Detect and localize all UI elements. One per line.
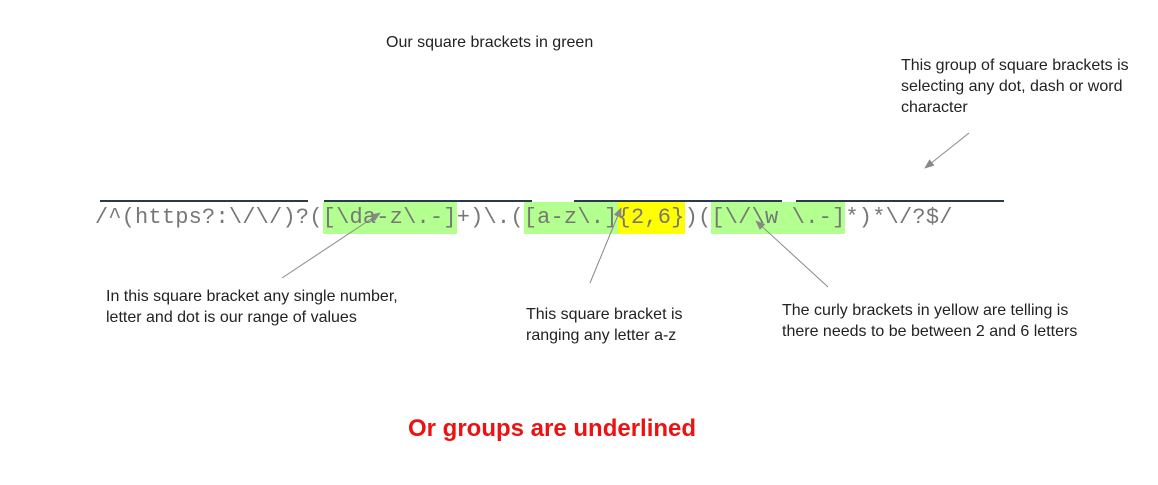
- annotation-word-character-group: This group of square brackets is selecti…: [901, 57, 1129, 116]
- annotation-tld-bracket: This square bracket is ranging any lette…: [526, 306, 683, 344]
- regex-segment-end: *\/?$/: [872, 205, 953, 230]
- annotation-curly-brackets: The curly brackets in yellow are telling…: [782, 302, 1078, 340]
- annotation-domain-bracket: In this square bracket any single number…: [106, 288, 398, 326]
- regex-square-bracket-domain: [\da-z\.-]: [322, 202, 457, 234]
- arrow-to-domain-bracket: [281, 212, 381, 279]
- regex-segment-tld-open: (: [510, 205, 524, 230]
- regex-segment-path-close: *): [845, 205, 873, 230]
- footer-note: Or groups are underlined: [408, 415, 697, 442]
- regex-segment-path-open: (: [697, 205, 712, 230]
- regex-square-bracket-path: [\/\w \.-]: [711, 202, 846, 234]
- diagram-title: Our square brackets in green: [386, 34, 594, 51]
- regex-square-bracket-tld: [a-z\.]: [523, 202, 618, 234]
- arrow-to-quantifier: [755, 220, 829, 288]
- regex-expression: /^(https?:\/\/)?([\da-z\.-]+)\.([a-z\.]{…: [68, 170, 953, 234]
- arrow-to-tld-bracket: [589, 207, 622, 284]
- regex-segment-dot: +)\.: [456, 205, 511, 230]
- arrow-to-path-bracket: [924, 132, 970, 169]
- regex-segment-protocol-group: (https?:\/\/): [121, 205, 296, 230]
- regex-segment-optional-open: ?(: [295, 205, 323, 230]
- regex-segment-start: /^: [94, 205, 122, 230]
- regex-curly-bracket-quantifier: {2,6}: [617, 202, 685, 234]
- regex-segment-tld-close: ): [684, 205, 698, 230]
